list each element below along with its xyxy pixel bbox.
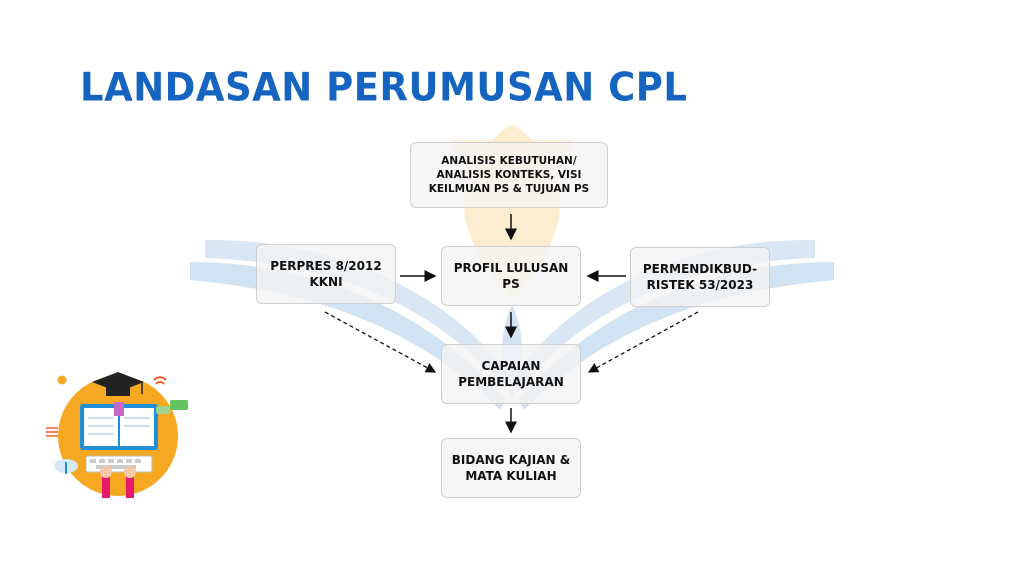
box-analisis-kebutuhan: ANALISIS KEBUTUHAN/ ANALISIS KONTEKS, VI… (410, 142, 608, 208)
decor-lines (46, 427, 58, 437)
box-capaian-label: CAPAIAN PEMBELAJARAN (458, 358, 564, 389)
box-perpres-kkni: PERPRES 8/2012 KKNI (256, 244, 396, 304)
keyboard-icon (85, 455, 153, 473)
box-permen-label: PERMENDIKBUD- RISTEK 53/2023 (642, 261, 758, 292)
dashed-arrow-permen-to-capaian (587, 311, 699, 373)
graduation-cap-icon (92, 372, 144, 396)
box-bidang-label: BIDANG KAJIAN & MATA KULIAH (451, 452, 571, 483)
chat-bubble-icon (156, 400, 188, 414)
box-profil-lulusan: PROFIL LULUSAN PS (441, 246, 581, 306)
box-profil-label: PROFIL LULUSAN PS (453, 260, 569, 291)
box-permendikbudristek: PERMENDIKBUD- RISTEK 53/2023 (630, 247, 770, 307)
hands (100, 466, 136, 498)
wifi-icon (153, 376, 167, 385)
location-pin-icon (56, 374, 68, 386)
slide-title: LANDASAN PERUMUSAN CPL (80, 64, 688, 111)
open-book-icon (80, 402, 158, 450)
dashed-arrow-perpres-to-capaian (324, 311, 437, 373)
box-bidang-kajian: BIDANG KAJIAN & MATA KULIAH (441, 438, 581, 498)
box-analisis-label: ANALISIS KEBUTUHAN/ ANALISIS KONTEKS, VI… (428, 154, 590, 196)
box-perpres-label: PERPRES 8/2012 KKNI (270, 258, 382, 289)
education-illustration (46, 372, 188, 498)
box-capaian-pembelajaran: CAPAIAN PEMBELAJARAN (441, 344, 581, 404)
cloud-download-icon (54, 459, 78, 474)
